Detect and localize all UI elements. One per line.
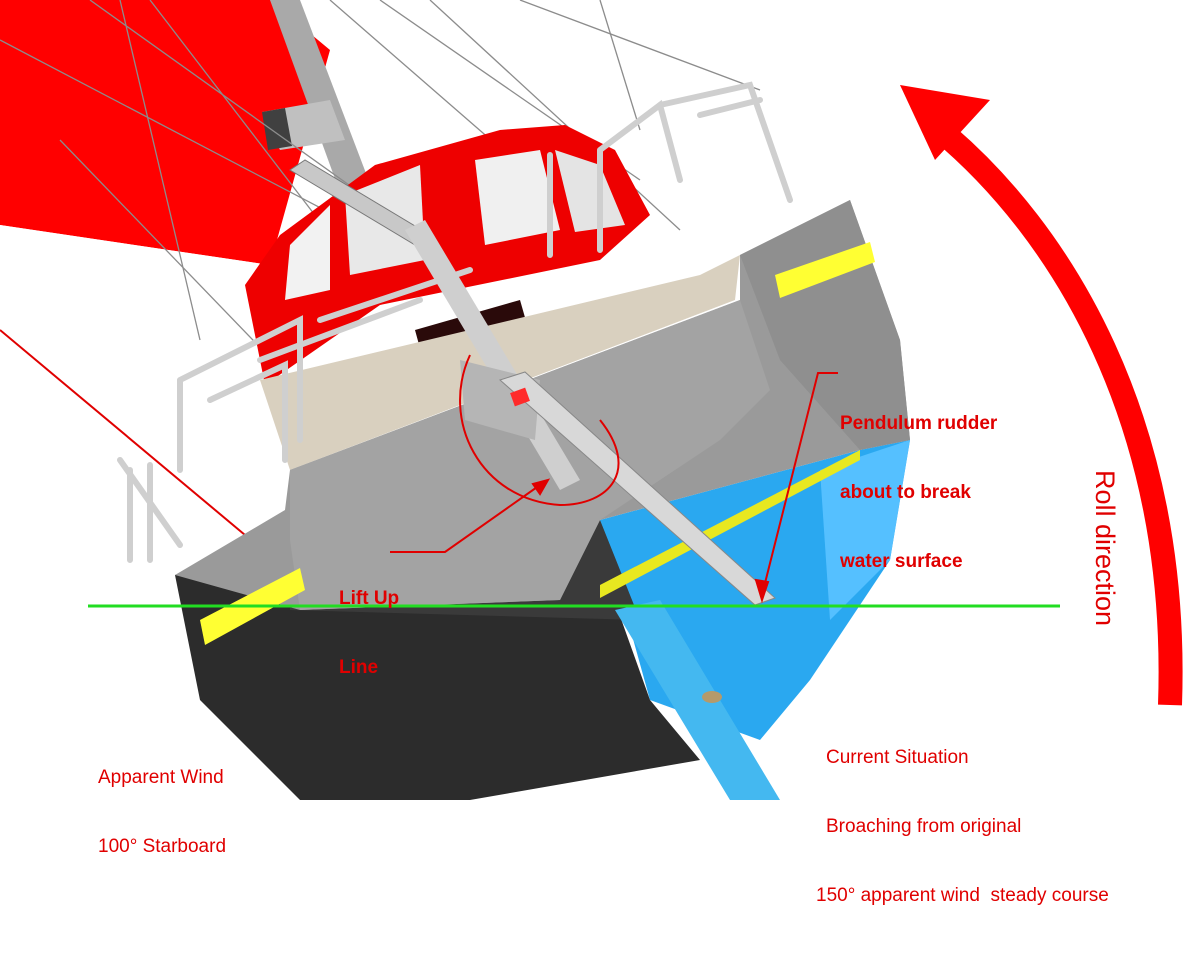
lift-up-line xyxy=(459,354,620,507)
roll-direction-label: Roll direction xyxy=(1090,470,1120,627)
railings xyxy=(117,81,793,563)
apparent-wind-label: Apparent Wind 100° Starboard xyxy=(98,720,226,904)
yacht-rendering xyxy=(0,0,1183,800)
apparent-wind-line-1: Apparent Wind xyxy=(98,767,224,788)
pendulum-rudder-line-2: about to break xyxy=(840,482,971,503)
current-situation-line-1: Current Situation xyxy=(826,747,969,768)
sail xyxy=(0,0,330,289)
lift-up-line-1: Lift Up xyxy=(339,588,400,609)
pendulum-rudder-line-3: water surface xyxy=(840,551,963,572)
wind-vane xyxy=(289,159,580,490)
roll-direction-arrow xyxy=(900,85,1183,706)
current-situation-line-2: Broaching from original xyxy=(826,816,1022,837)
current-situation-line-3: 150° apparent wind steady course xyxy=(816,885,1109,906)
pendulum-rudder-line-1: Pendulum rudder xyxy=(840,413,998,434)
lift-up-line-label: Lift Up Line xyxy=(339,541,399,725)
lift-up-line-2: Line xyxy=(339,657,379,678)
current-situation-label: Current Situation Broaching from origina… xyxy=(816,700,1109,953)
diagram-canvas: Pendulum rudder about to break water sur… xyxy=(0,0,1183,906)
pendulum-rudder-label: Pendulum rudder about to break water sur… xyxy=(840,366,997,619)
pendulum-rudder xyxy=(499,371,780,800)
apparent-wind-line-2: 100° Starboard xyxy=(98,836,227,857)
annotation-leaders xyxy=(390,372,838,604)
